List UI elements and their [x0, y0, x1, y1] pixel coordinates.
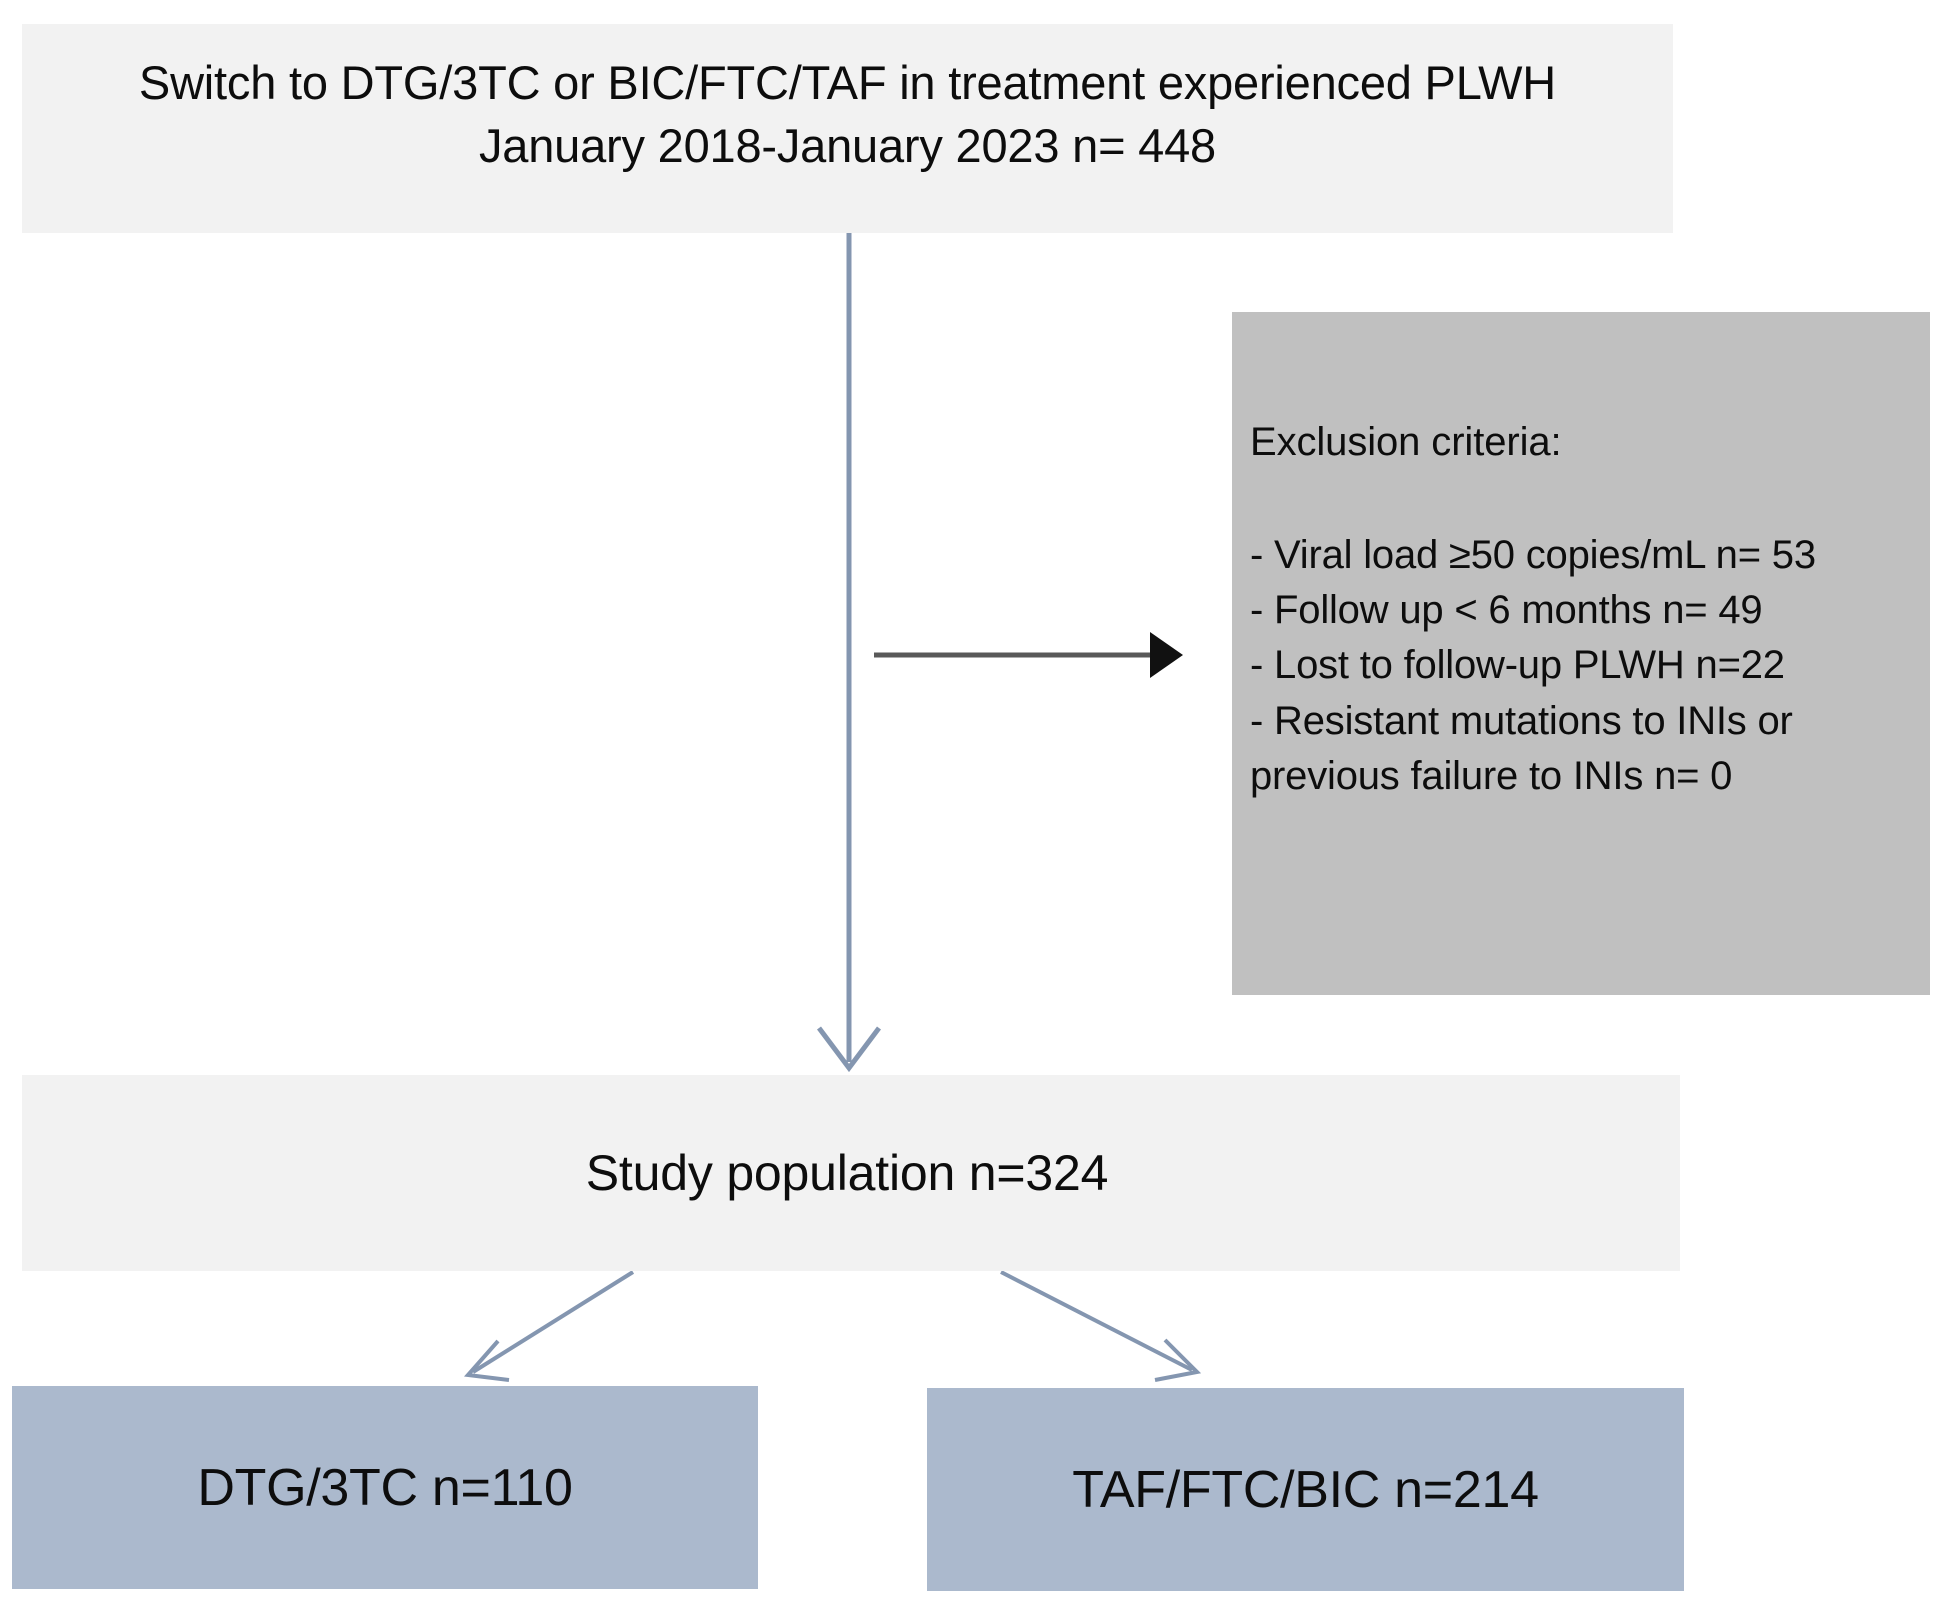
- arm-box-taf-ftc-bic: TAF/FTC/BIC n=214: [927, 1388, 1684, 1591]
- arm-box-taf-ftc-bic-label: TAF/FTC/BIC n=214: [1072, 1460, 1539, 1519]
- arm-box-dtg-3tc-label: DTG/3TC n=110: [197, 1458, 573, 1517]
- study-population-to-arm-left-arrow: [463, 1270, 635, 1382]
- exclusion-criteria-heading: Exclusion criteria:: [1250, 420, 1562, 464]
- enrollment-to-study-population-arrow: [817, 233, 881, 1073]
- study-population-to-arm-right-arrow: [1000, 1270, 1202, 1382]
- enrollment-box: Switch to DTG/3TC or BIC/FTC/TAF in trea…: [22, 24, 1673, 233]
- arm-box-dtg-3tc: DTG/3TC n=110: [12, 1386, 758, 1589]
- exclusion-criteria-list: - Viral load ≥50 copies/mL n= 53 - Follo…: [1250, 533, 1816, 798]
- exclusion-criteria-box: Exclusion criteria: - Viral load ≥50 cop…: [1232, 312, 1930, 995]
- enrollment-box-label: Switch to DTG/3TC or BIC/FTC/TAF in trea…: [138, 56, 1557, 172]
- study-population-box: Study population n=324: [22, 1075, 1680, 1271]
- enrollment-to-exclusion-arrow: [874, 632, 1183, 678]
- study-population-label: Study population n=324: [585, 1145, 1109, 1201]
